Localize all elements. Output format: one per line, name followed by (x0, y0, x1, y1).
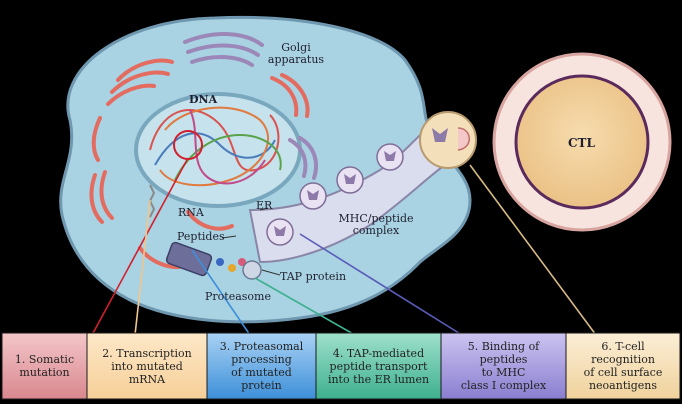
tap-label: TAP protein (280, 270, 347, 283)
golgi-label-line2: apparatus (267, 53, 325, 66)
rna-label: RNA (178, 206, 204, 219)
mhc-complexes (266, 143, 404, 246)
surface-vesicle (419, 111, 477, 169)
tap-protein (242, 260, 262, 280)
golgi-label-line1: Golgi (281, 41, 311, 54)
er-label: ER (256, 199, 273, 212)
mhc-label-line1: MHC/peptide (338, 212, 414, 225)
tcr-receptor (457, 127, 470, 151)
proteasome (165, 241, 246, 277)
label-pointers (221, 207, 281, 276)
connector-lines (91, 157, 597, 336)
step-panels (1, 332, 681, 400)
step-2-transcription: 2. Transcription into mutated mRNA (102, 346, 192, 386)
dna-label: DNA (189, 93, 218, 106)
golgi-apparatus (89, 32, 319, 269)
proteasome-label: Proteasome (205, 290, 271, 303)
mhc-label: MHC/peptide complex (336, 213, 416, 237)
step-6-tcell-recognition: 6. T-cell recognition of cell surface ne… (583, 340, 663, 392)
surface-mhc (432, 128, 448, 142)
ctl-label: CTL (568, 136, 595, 150)
step-1-somatic-mutation: 1. Somatic mutation (14, 353, 75, 379)
ctl-inner (514, 74, 650, 210)
step-5-mhc-binding: 5. Binding of peptides to MHC class I co… (460, 340, 547, 392)
step-4-tap-transport: 4. TAP-mediated peptide transport into t… (327, 346, 430, 386)
mhc-label-line2: complex (352, 224, 400, 237)
step-3-proteasomal-processing: 3. Proteasomal processing of mutated pro… (219, 340, 304, 392)
golgi-label: Golgi apparatus (265, 42, 327, 66)
peptides-label: Peptides (177, 230, 225, 243)
